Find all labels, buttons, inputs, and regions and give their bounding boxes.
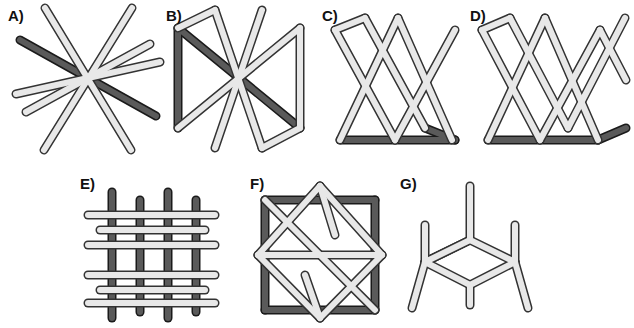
panel-letter: A) — [8, 8, 24, 23]
panel-letter: B) — [166, 8, 182, 23]
panel-letter: D) — [470, 8, 486, 23]
panel-letter: G) — [400, 176, 417, 191]
panel-letter: F) — [250, 176, 264, 191]
panel-letter: E) — [80, 176, 95, 191]
panel-letter: C) — [322, 8, 338, 23]
